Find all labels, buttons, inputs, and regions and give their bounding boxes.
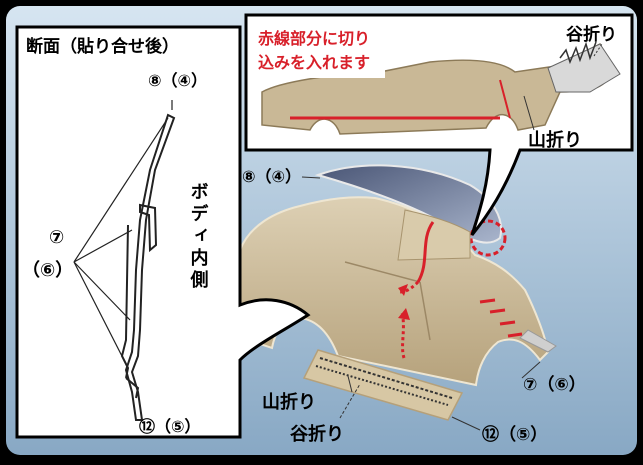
- label-part-7: ⑦: [49, 227, 64, 248]
- door-seam: [419, 281, 431, 341]
- exploded-view: [235, 164, 557, 431]
- cut-instruction-line2: 込みを入れます: [258, 53, 370, 72]
- detail-circle: [469, 219, 507, 257]
- valley-fold-zigzag: [559, 41, 597, 65]
- side-mirror-tab: [519, 329, 557, 353]
- door-window-area: [397, 209, 471, 261]
- cut-instruction-line1: 赤線部分に切り: [258, 29, 370, 48]
- body-inner-side-label: ボディ内側: [188, 182, 210, 292]
- section-panel: 断面（貼り合せ後） ⑧（④） ⑦ （⑥） ⑫（⑤） ボディ内側: [15, 25, 311, 439]
- pointer-line: [73, 261, 129, 369]
- door-line: [344, 261, 421, 283]
- leader-line: [521, 361, 541, 379]
- leader-line-valley: [593, 43, 603, 57]
- leader-line: [301, 176, 321, 179]
- section-panel-frame: [15, 25, 311, 439]
- section-outer-skin: [124, 113, 176, 421]
- instruction-backdrop: [255, 22, 385, 78]
- section-title: 断面（貼り合せ後）: [26, 36, 179, 57]
- leader-line: [451, 416, 481, 431]
- label-valley-fold-strip: 谷折り: [290, 423, 344, 445]
- section-lower-flange: [125, 377, 140, 399]
- leader-line: [347, 375, 353, 393]
- pointer-line: [73, 229, 133, 263]
- red-cut-line-short: [499, 79, 511, 119]
- label-mountain-fold-strip: 山折り: [262, 391, 316, 413]
- label-window-8-4: ⑧（④）: [242, 167, 301, 186]
- label-mountain-fold-top: 山折り: [528, 129, 582, 151]
- pointer-line: [73, 117, 169, 263]
- arrow-head: [398, 308, 410, 320]
- top-panel: 赤線部分に切り 込みを入れます 谷折り 山折り: [244, 13, 634, 236]
- headlight-section: [547, 43, 621, 93]
- label-part-12-5: ⑫（⑤）: [139, 417, 201, 436]
- arrow-head: [398, 284, 408, 296]
- section-window-ledge: [139, 203, 158, 253]
- label-strip-12-5: ⑫（⑤）: [482, 424, 547, 445]
- fold-line-mountain: [319, 357, 453, 399]
- label-part-8-4: ⑧（④）: [148, 71, 207, 90]
- leader-line-mountain: [523, 95, 535, 131]
- fold-line-valley: [315, 365, 449, 406]
- label-part-6: （⑥）: [22, 260, 73, 281]
- pointer-line: [73, 261, 131, 321]
- label-body-7-6: ⑦（⑥）: [523, 374, 586, 395]
- label-valley-fold-top: 谷折り: [566, 24, 617, 45]
- leader-line: [339, 383, 361, 419]
- window-glass-part: [314, 164, 503, 244]
